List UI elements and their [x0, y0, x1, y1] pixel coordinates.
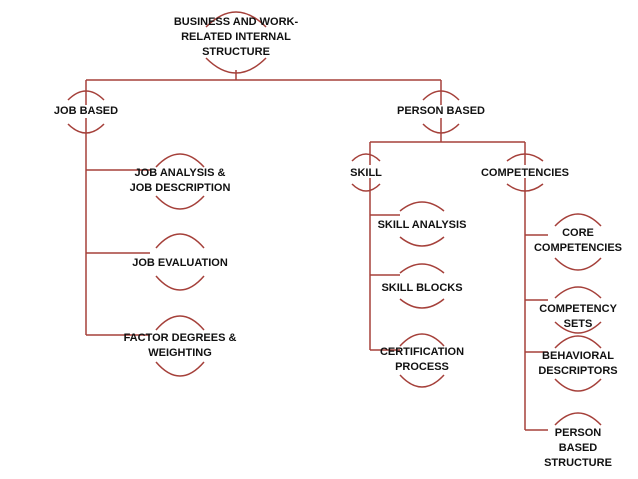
node-person-based: PERSON BASED: [396, 105, 486, 117]
node-arc: [422, 123, 460, 134]
node-arc: [554, 257, 602, 271]
node-arc: [554, 412, 602, 426]
node-certification-process: CERTIFICATION PROCESS: [379, 346, 465, 373]
node-skill-analysis: SKILL ANALYSIS: [377, 219, 467, 231]
node-arc: [155, 233, 205, 249]
node-arc: [399, 333, 445, 347]
node-arc: [399, 374, 445, 388]
node-arc: [422, 90, 460, 101]
node-arc: [155, 275, 205, 291]
node-competency-sets: COMPETENCY SETS: [539, 303, 617, 330]
node-behavioral-descriptors: BEHAVIORAL DESCRIPTORS: [538, 350, 618, 377]
node-arc: [155, 361, 205, 377]
node-arc: [554, 213, 602, 227]
node-arc: [351, 183, 381, 192]
node-skill: SKILL: [350, 167, 382, 179]
node-arc: [554, 321, 602, 334]
node-competencies: COMPETENCIES: [480, 167, 570, 179]
node-arc: [399, 236, 445, 247]
node-arc: [399, 201, 445, 212]
node-arc: [506, 153, 544, 162]
node-factor-degrees: FACTOR DEGREES & WEIGHTING: [123, 332, 237, 359]
node-arc: [554, 335, 602, 349]
node-arc: [554, 286, 602, 299]
node-arc: [205, 11, 267, 28]
node-job-analysis: JOB ANALYSIS & JOB DESCRIPTION: [129, 167, 231, 194]
node-business-internal-structure: BUSINESS AND WORK- RELATED INTERNAL STRU…: [173, 16, 299, 58]
node-job-based: JOB BASED: [53, 105, 119, 117]
node-arc: [399, 298, 445, 309]
node-arc: [205, 57, 267, 74]
node-arc: [399, 263, 445, 274]
node-arc: [67, 123, 105, 134]
node-arc: [506, 183, 544, 192]
node-arc: [351, 153, 381, 162]
node-job-evaluation: JOB EVALUATION: [132, 257, 228, 269]
node-arc: [67, 90, 105, 101]
node-arc: [554, 378, 602, 392]
node-arc: [155, 195, 205, 210]
node-core-competencies: CORE COMPETENCIES: [533, 227, 623, 254]
node-person-based-structure: PERSON BASED STRUCTURE: [544, 427, 612, 469]
node-arc: [155, 315, 205, 331]
node-skill-blocks: SKILL BLOCKS: [381, 282, 463, 294]
node-arc: [155, 153, 205, 168]
